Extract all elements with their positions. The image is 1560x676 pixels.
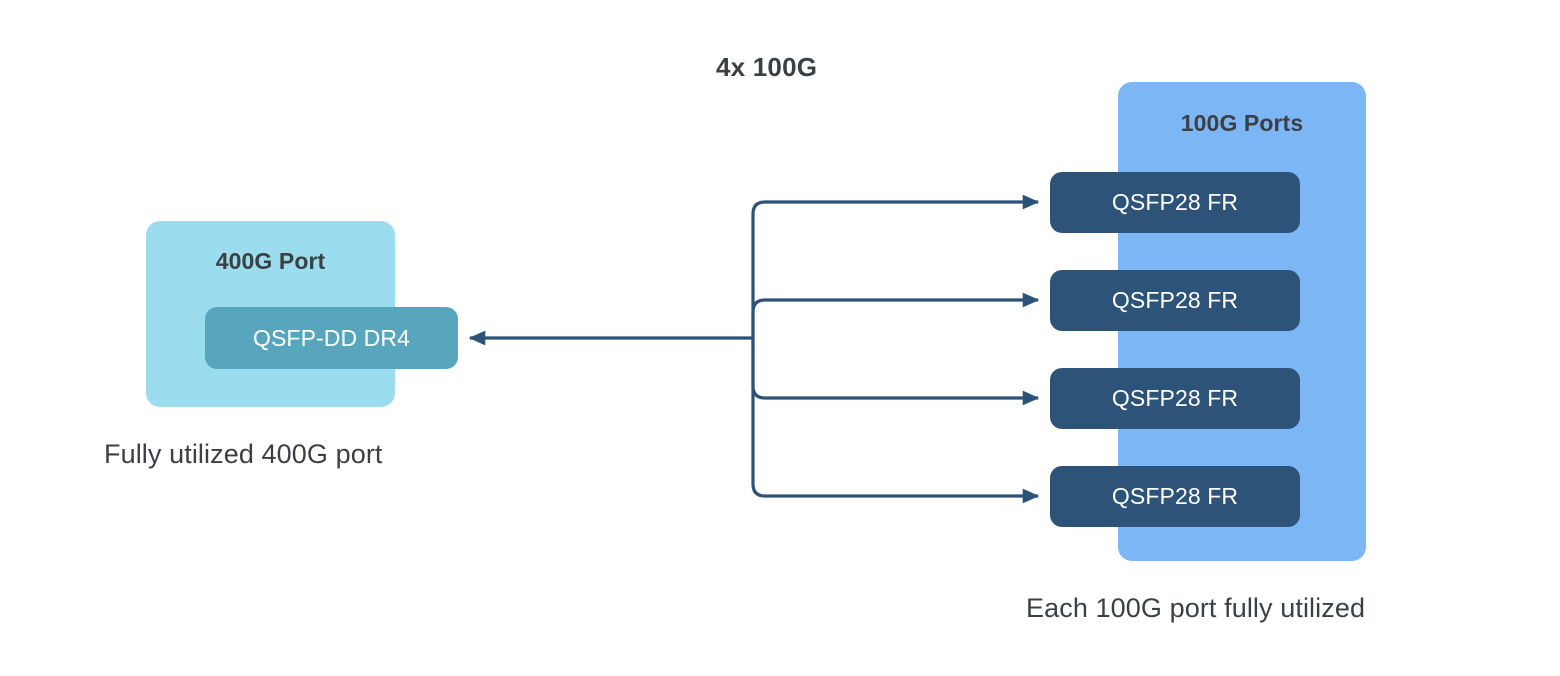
panel-100g-ports-label: 100G Ports	[1180, 110, 1304, 136]
connector-branch-2	[751, 292, 1040, 338]
module-qsfp28-fr-1-label: QSFP28 FR	[1111, 189, 1239, 215]
connector-branch-3	[751, 338, 1040, 406]
caption-right: Each 100G port fully utilized	[1026, 593, 1366, 623]
module-qsfp-dd-dr4-label: QSFP-DD DR4	[252, 324, 410, 351]
module-qsfp28-fr-3: QSFP28 FR	[1050, 368, 1300, 429]
connector-branch-1	[751, 194, 1040, 338]
module-qsfp28-fr-2-label: QSFP28 FR	[1111, 287, 1239, 313]
module-qsfp28-fr-4-label: QSFP28 FR	[1111, 483, 1239, 509]
module-qsfp-dd-dr4: QSFP-DD DR4	[205, 307, 458, 369]
caption-left: Fully utilized 400G port	[104, 439, 383, 469]
module-qsfp28-fr-1: QSFP28 FR	[1050, 172, 1300, 233]
connector-branch-4	[751, 338, 1040, 504]
module-qsfp28-fr-2: QSFP28 FR	[1050, 270, 1300, 331]
panel-400g-port-label: 400G Port	[215, 248, 326, 274]
module-qsfp28-fr-3-label: QSFP28 FR	[1111, 385, 1239, 411]
breakout-ratio-label: 4x 100G	[716, 52, 818, 82]
module-qsfp28-fr-4: QSFP28 FR	[1050, 466, 1300, 527]
